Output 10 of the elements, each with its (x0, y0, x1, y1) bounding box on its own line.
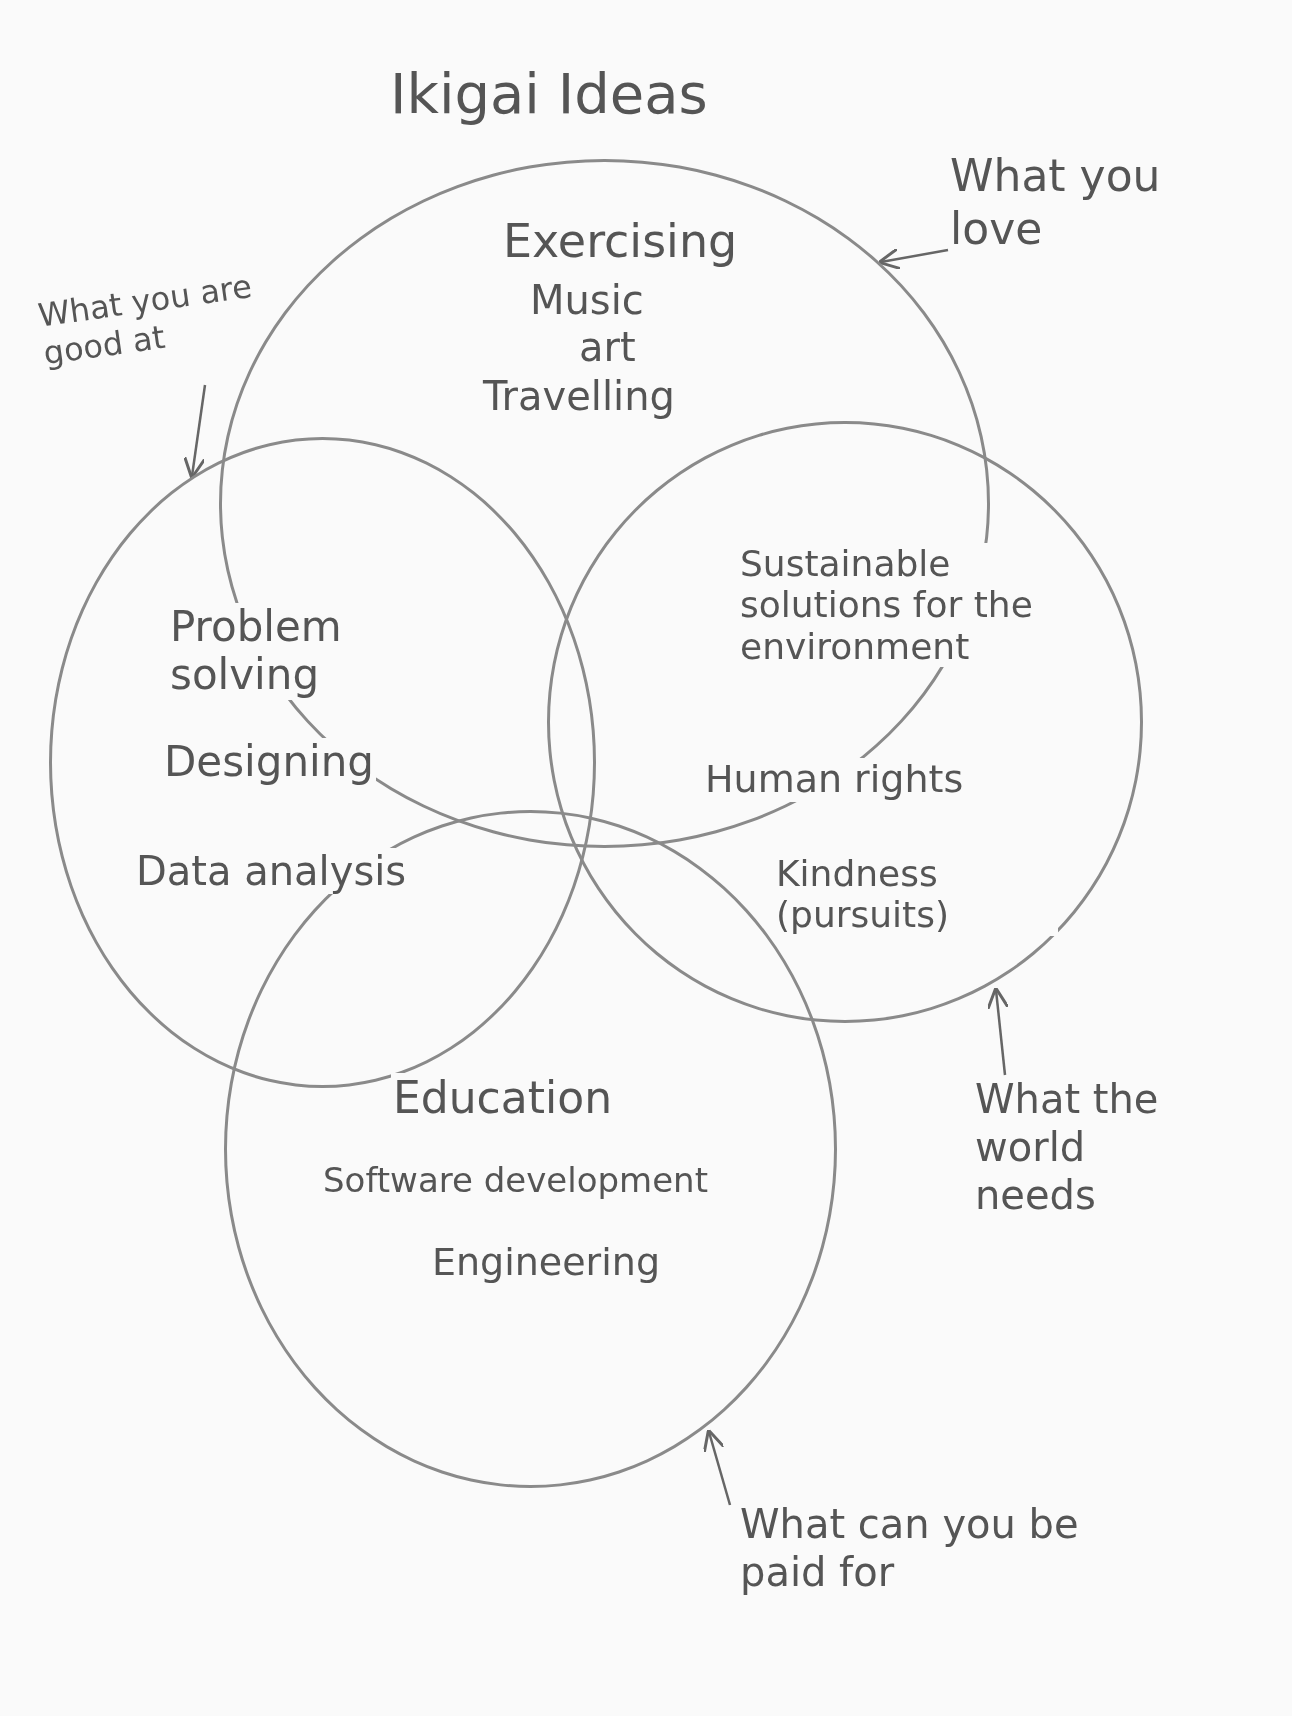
handwritten-label: What the world needs (975, 1075, 1165, 1219)
handwritten-label: What you love (950, 150, 1250, 256)
arrow (183, 384, 207, 480)
title: Ikigai Ideas (390, 60, 708, 128)
arrow (702, 1428, 732, 1506)
venn-circle (547, 421, 1143, 1023)
handwritten-label: What you are good at (35, 263, 285, 374)
handwritten-label: What can you be paid for (740, 1500, 1120, 1596)
arrow (877, 247, 949, 271)
arrow (986, 986, 1010, 1076)
